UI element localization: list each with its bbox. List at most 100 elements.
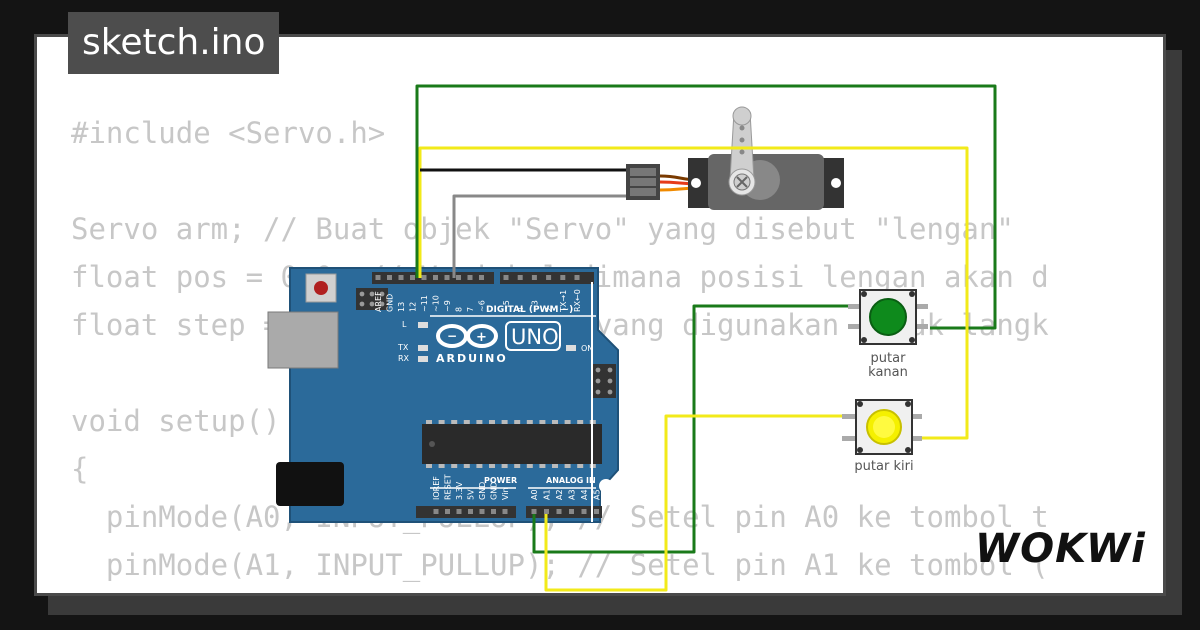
pin-hole[interactable]	[421, 275, 427, 280]
pin-label: GND	[386, 294, 395, 312]
pin-label: ~10	[432, 295, 441, 312]
pin-hole[interactable]	[560, 275, 566, 280]
button-cap-green-icon	[869, 298, 907, 336]
chip-pin	[438, 420, 445, 424]
pin-label: A4	[580, 489, 589, 500]
led-l-icon	[418, 322, 428, 328]
chip-pin	[564, 464, 571, 468]
pin-label: 13	[397, 302, 406, 312]
power-label: POWER	[484, 476, 517, 485]
wire-5v-yellow[interactable]	[418, 146, 969, 440]
digital-header-label: DIGITAL (PWM ~)	[486, 305, 573, 315]
editor-frame: #include <Servo.h>Servo arm; // Buat obj…	[34, 34, 1166, 596]
pin-hole[interactable]	[398, 275, 404, 280]
pin-hole[interactable]	[410, 275, 415, 280]
pin-hole[interactable]	[456, 509, 462, 514]
pin-hole[interactable]	[574, 275, 580, 280]
analog-header	[526, 506, 602, 518]
pin-label: AREF	[374, 291, 383, 312]
led-on-label: ON	[581, 344, 593, 353]
pin-label: 7	[466, 307, 475, 312]
chip-pin	[539, 464, 546, 468]
pin-hole[interactable]	[556, 509, 562, 514]
servo-motor[interactable]	[626, 106, 844, 210]
svg-text:−: −	[447, 329, 457, 343]
code-line: pinMode(A1, INPUT_PULLUP); // Setel pin …	[71, 548, 1049, 582]
icsp-header-right	[592, 364, 616, 398]
power-header	[416, 506, 516, 518]
wire-servo-signal[interactable]	[452, 194, 626, 278]
chip-pin	[463, 420, 470, 424]
pin-hole[interactable]	[546, 275, 552, 280]
chip-pin	[577, 464, 584, 468]
pin-hole[interactable]	[544, 509, 549, 514]
pin-hole[interactable]	[569, 509, 574, 514]
pin-hole[interactable]	[445, 509, 450, 514]
pin-hole[interactable]	[433, 275, 438, 280]
chip-pin	[514, 464, 521, 468]
uno-badge	[505, 321, 561, 351]
pin-label: A3	[568, 489, 577, 500]
pin-hole[interactable]	[581, 509, 587, 514]
pin-label: A2	[555, 489, 564, 500]
pin-hole[interactable]	[444, 275, 450, 280]
pin-label: 4	[516, 307, 525, 312]
board-name: ARDUINO	[436, 352, 508, 365]
pin-hole[interactable]	[387, 275, 392, 280]
pin-label: Vin	[501, 487, 510, 500]
pin-label: ~3	[530, 300, 539, 312]
pin-hole[interactable]	[517, 275, 523, 280]
pin-hole[interactable]	[503, 275, 509, 280]
pin-hole[interactable]	[531, 509, 537, 514]
pin-label: ~9	[443, 300, 452, 312]
chip-pin	[426, 464, 432, 468]
led-rx-label: RX	[398, 354, 410, 363]
chip-pin	[526, 464, 533, 468]
chip-pin	[489, 420, 495, 424]
pin-hole[interactable]	[456, 275, 461, 280]
pin-hole[interactable]	[467, 275, 473, 280]
pin-hole[interactable]	[433, 509, 439, 514]
button-label-kanan-line2: kanan	[868, 365, 908, 380]
chip-pin	[426, 420, 432, 424]
wire-a0-green[interactable]	[532, 304, 848, 554]
chip-pin	[438, 464, 445, 468]
pin-label: RX←0	[573, 289, 582, 312]
pin-label: 5V	[467, 489, 476, 500]
file-title-tab[interactable]: sketch.ino	[68, 12, 280, 74]
pin-hole[interactable]	[468, 509, 473, 514]
atmega-chip	[422, 420, 602, 468]
chip-pin	[514, 420, 521, 424]
pin-label: ~5	[502, 300, 511, 312]
wire-gnd-green[interactable]	[415, 84, 997, 330]
button-label-kanan-line1: putar	[871, 351, 907, 366]
led-tx-label: TX	[397, 343, 409, 352]
chip-pin	[501, 464, 508, 468]
code-line: #include <Servo.h>	[71, 116, 386, 150]
pin-label: A1	[543, 489, 552, 500]
pin-hole[interactable]	[594, 509, 599, 514]
wire-a1-yellow[interactable]	[544, 414, 842, 592]
push-button-right[interactable]	[848, 289, 928, 345]
svg-text:+: +	[476, 330, 487, 345]
pin-label: A5	[593, 489, 602, 500]
chip-pin	[539, 420, 546, 424]
pin-label: GND	[490, 482, 499, 500]
push-button-left[interactable]	[842, 399, 922, 455]
chip-pin	[451, 464, 458, 468]
pin-hole[interactable]	[479, 275, 484, 280]
pin-hole[interactable]	[491, 509, 496, 514]
pin-hole[interactable]	[479, 509, 485, 514]
pin-hole[interactable]	[375, 275, 381, 280]
chip-pin	[526, 420, 533, 424]
pin-label: ~11	[420, 295, 429, 312]
pin-label: TX→1	[559, 290, 568, 313]
pin-hole[interactable]	[502, 509, 508, 514]
chip-pin	[463, 464, 470, 468]
pin-hole[interactable]	[531, 275, 537, 280]
